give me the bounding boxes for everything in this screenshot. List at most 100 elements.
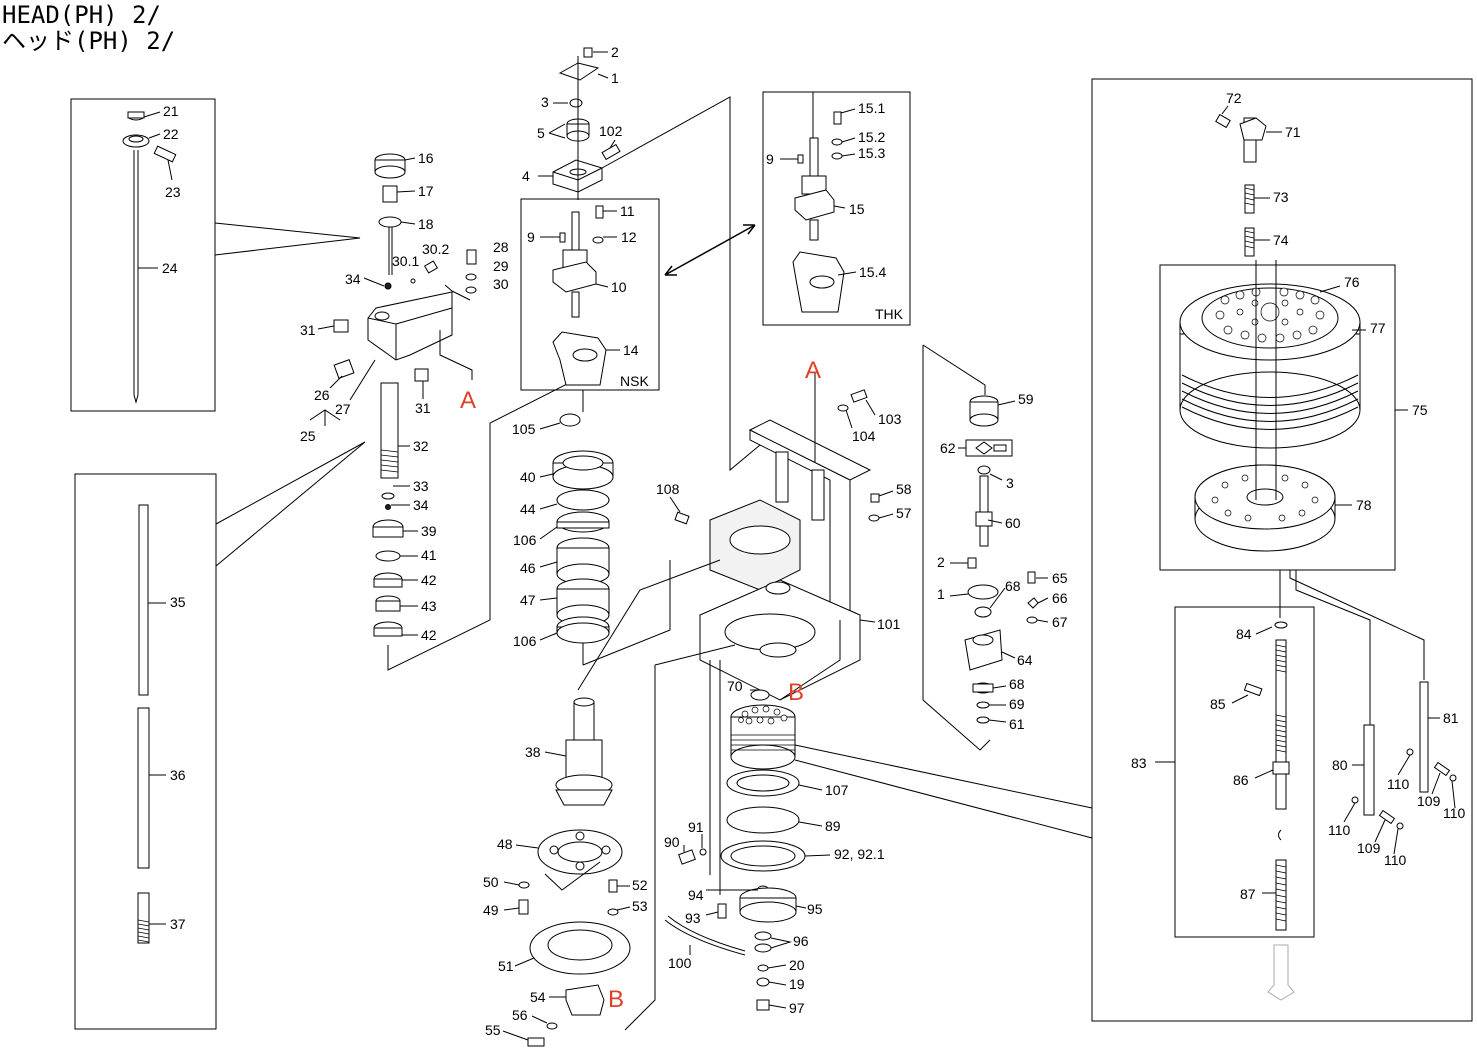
callout-49: 49 xyxy=(483,902,499,918)
callout-81: 81 xyxy=(1443,710,1459,726)
callout-90: 90 xyxy=(664,834,680,850)
callout-87: 87 xyxy=(1240,886,1256,902)
assembly-center-bearing-stack: 105 40 44 106 46 47 106 xyxy=(512,390,671,666)
callout-5: 5 xyxy=(537,125,545,141)
callout-38: 38 xyxy=(525,744,541,760)
callout-31b: 31 xyxy=(415,400,431,416)
callout-1a: 1 xyxy=(611,70,619,86)
callout-83: 83 xyxy=(1131,755,1147,771)
callout-59: 59 xyxy=(1018,391,1034,407)
marker-a-frame: A xyxy=(805,357,821,384)
callout-25: 25 xyxy=(300,428,316,444)
callout-21: 21 xyxy=(163,103,179,119)
page-title: HEAD(PH) 2/ xyxy=(2,1,161,29)
callout-57: 57 xyxy=(896,505,912,521)
callout-43: 43 xyxy=(421,598,437,614)
callout-109a: 109 xyxy=(1417,793,1441,809)
callout-9a: 9 xyxy=(527,229,535,245)
callout-58: 58 xyxy=(896,481,912,497)
detail-box-turret: 72 71 73 74 xyxy=(1091,78,1473,1022)
callout-40: 40 xyxy=(520,469,536,485)
callout-77: 77 xyxy=(1370,320,1386,336)
marker-b-bottom: B xyxy=(608,986,624,1013)
callout-24: 24 xyxy=(162,260,178,276)
swap-arrow xyxy=(664,224,756,276)
callout-22: 22 xyxy=(163,126,179,142)
callout-72: 72 xyxy=(1226,90,1242,106)
callout-27: 27 xyxy=(335,401,351,417)
callout-32: 32 xyxy=(413,438,429,454)
callout-105: 105 xyxy=(512,421,536,437)
marker-a-left: A xyxy=(460,387,476,414)
callout-28: 28 xyxy=(493,239,509,255)
detail-box-nozzle-shaft: 21 22 23 24 xyxy=(70,98,216,412)
callout-96: 96 xyxy=(793,933,809,949)
leader-bottom-frame xyxy=(624,644,736,1031)
callout-23: 23 xyxy=(165,184,181,200)
leader-left-to-nsk xyxy=(387,379,576,671)
callout-1b: 1 xyxy=(937,586,945,602)
callout-110d: 110 xyxy=(1384,852,1407,868)
thk-box: 15.1 15.2 15.3 9 15 15.4 THK xyxy=(762,91,911,326)
callout-19: 19 xyxy=(789,976,805,992)
callout-66: 66 xyxy=(1052,590,1068,606)
callout-78: 78 xyxy=(1356,497,1372,513)
callout-65: 65 xyxy=(1052,570,1068,586)
callout-50: 50 xyxy=(483,874,499,890)
callout-56: 56 xyxy=(512,1007,528,1023)
callout-106a: 106 xyxy=(513,532,537,548)
thk-label: THK xyxy=(875,306,904,322)
callout-10: 10 xyxy=(611,279,627,295)
callout-64: 64 xyxy=(1017,652,1033,668)
callout-17: 17 xyxy=(418,183,434,199)
leader-detail-24 xyxy=(214,222,361,256)
callout-73: 73 xyxy=(1273,189,1289,205)
callout-39: 39 xyxy=(421,523,437,539)
callout-18: 18 xyxy=(418,216,434,232)
callout-48: 48 xyxy=(497,836,513,852)
callout-42a: 42 xyxy=(421,572,437,588)
callout-34a: 34 xyxy=(345,271,361,287)
assembly-frame-screws: 58 57 xyxy=(868,481,912,522)
callout-2a: 2 xyxy=(611,44,619,60)
callout-91: 91 xyxy=(688,819,704,835)
callout-97: 97 xyxy=(789,1000,805,1016)
assembly-lower-left: 38 48 50 49 52 53 51 54 56 55 B xyxy=(483,697,648,1047)
callout-26: 26 xyxy=(314,387,330,403)
callout-110c: 110 xyxy=(1328,822,1351,838)
callout-76: 76 xyxy=(1344,274,1360,290)
callout-68a: 68 xyxy=(1005,578,1021,594)
callout-71: 71 xyxy=(1285,124,1301,140)
page-subtitle: ヘッド(PH) 2/ xyxy=(2,27,176,55)
assembly-center-top: 2 1 3 5 102 4 xyxy=(522,44,623,200)
callout-20: 20 xyxy=(789,957,805,973)
callout-100: 100 xyxy=(668,955,692,971)
callout-34b: 34 xyxy=(413,497,429,513)
callout-14: 14 xyxy=(623,342,639,358)
callout-67: 67 xyxy=(1052,614,1068,630)
callout-44: 44 xyxy=(520,501,536,517)
callout-93: 93 xyxy=(685,910,701,926)
callout-53: 53 xyxy=(632,898,648,914)
callout-30: 30 xyxy=(493,276,509,292)
callout-51: 51 xyxy=(498,958,514,974)
callout-80: 80 xyxy=(1332,757,1348,773)
callout-15-1: 15.1 xyxy=(858,100,885,116)
callout-75: 75 xyxy=(1412,402,1428,418)
callout-103: 103 xyxy=(878,411,902,427)
callout-74: 74 xyxy=(1273,232,1289,248)
callout-52: 52 xyxy=(632,877,648,893)
callout-3a: 3 xyxy=(541,94,549,110)
callout-47: 47 xyxy=(520,592,536,608)
nsk-label: NSK xyxy=(620,373,649,389)
callout-86: 86 xyxy=(1233,772,1249,788)
callout-92: 92, 92.1 xyxy=(834,846,885,862)
callout-110a: 110 xyxy=(1387,776,1410,792)
callout-60: 60 xyxy=(1005,515,1021,531)
assembly-main-frame: 108 103 104 101 A xyxy=(656,357,902,701)
callout-101: 101 xyxy=(877,616,901,632)
callout-30-2: 30.2 xyxy=(422,241,449,257)
callout-68b: 68 xyxy=(1009,676,1025,692)
marker-b-center: B xyxy=(788,679,804,706)
